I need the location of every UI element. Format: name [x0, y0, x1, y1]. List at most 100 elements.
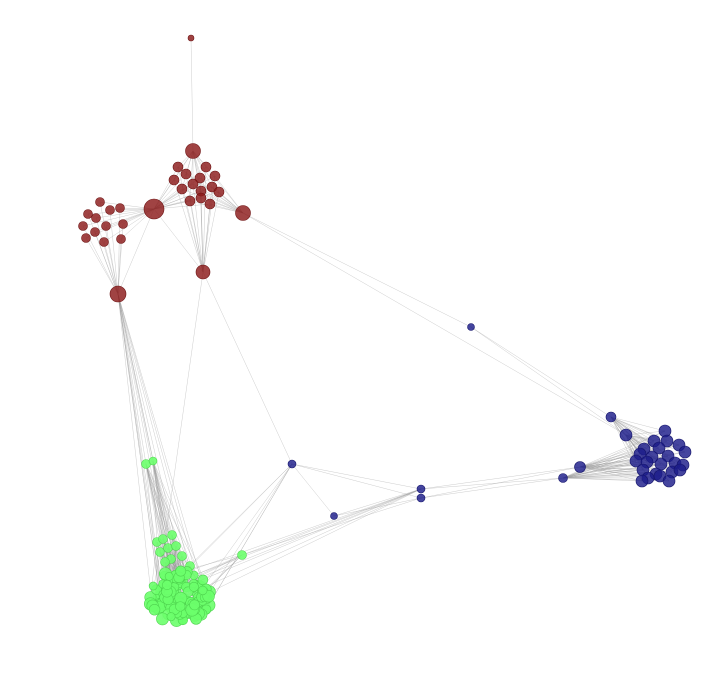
red-node	[105, 205, 115, 215]
green-node	[171, 541, 181, 551]
red-node	[187, 178, 199, 190]
graph-edge	[189, 200, 204, 273]
red-node	[78, 221, 88, 231]
blue-node	[619, 428, 633, 442]
red-node	[81, 233, 91, 243]
graph-edge	[333, 488, 422, 517]
graph-edge	[117, 293, 154, 462]
graph-edge	[610, 416, 666, 432]
graph-edge	[420, 466, 581, 499]
node-layer	[78, 34, 692, 627]
graph-edge	[162, 488, 422, 593]
graph-edge	[610, 416, 655, 442]
graph-edge	[610, 416, 686, 453]
green-node	[148, 456, 158, 466]
red-node	[195, 192, 207, 204]
graph-edge	[117, 293, 206, 610]
green-node	[177, 551, 187, 561]
graph-edge	[420, 477, 564, 490]
green-node	[148, 603, 161, 616]
graph-edge	[145, 463, 160, 598]
graph-edge	[242, 212, 472, 328]
graph-edge	[117, 293, 198, 600]
graph-edge	[117, 238, 122, 295]
green-node	[198, 585, 208, 596]
graph-edge	[579, 466, 643, 482]
red-node	[168, 174, 180, 186]
graph-edge	[200, 197, 204, 273]
blue-node	[662, 474, 676, 488]
green-node	[163, 543, 173, 553]
red-node	[118, 219, 128, 229]
red-node	[115, 203, 125, 213]
graph-edge	[173, 179, 204, 273]
graph-edge	[198, 488, 422, 598]
blue-node	[660, 434, 674, 448]
graph-edge	[94, 231, 119, 295]
green-node	[197, 574, 209, 586]
green-node	[162, 579, 173, 591]
graph-edge	[291, 463, 422, 499]
red-node	[204, 198, 216, 210]
graph-edge	[152, 460, 183, 582]
graph-edge	[153, 208, 204, 273]
blue-node	[416, 484, 426, 494]
blue-node	[558, 473, 568, 483]
graph-edge	[117, 293, 153, 604]
graph-edge	[189, 150, 194, 202]
graph-edge	[470, 326, 612, 418]
red-node	[99, 237, 109, 247]
graph-edge	[109, 209, 119, 295]
graph-edge	[190, 37, 194, 152]
red-node	[101, 221, 111, 231]
graph-edge	[241, 497, 422, 556]
graph-edge	[85, 237, 119, 295]
blue-node	[635, 474, 649, 488]
graph-edge	[189, 200, 244, 214]
blue-node	[574, 461, 586, 473]
graph-edge	[470, 326, 627, 436]
graph-edge	[206, 463, 293, 610]
red-node	[90, 227, 100, 237]
green-node	[175, 601, 186, 612]
green-node	[160, 557, 170, 567]
graph-edge	[117, 293, 209, 606]
graph-edge	[625, 430, 666, 436]
graph-edge	[82, 208, 155, 227]
graph-edge	[202, 271, 293, 465]
red-node	[83, 209, 93, 219]
graph-edge	[562, 469, 644, 479]
graph-edge	[579, 448, 645, 468]
red-node	[235, 205, 251, 221]
red-node	[187, 34, 195, 42]
graph-edge	[99, 201, 119, 295]
red-node	[116, 234, 126, 244]
blue-node	[330, 512, 338, 520]
red-node	[195, 264, 211, 280]
red-node	[209, 170, 221, 182]
graph-edge	[202, 191, 220, 273]
red-node	[184, 195, 196, 207]
graph-edge	[174, 488, 422, 577]
red-node	[172, 161, 184, 173]
blue-node	[416, 493, 426, 503]
green-node	[237, 550, 247, 560]
graph-edge	[117, 293, 147, 465]
green-node	[158, 534, 168, 544]
red-node	[200, 161, 212, 173]
graph-edge	[152, 460, 160, 598]
blue-node	[605, 411, 617, 423]
graph-edge	[291, 463, 422, 490]
green-node	[148, 581, 158, 591]
green-node	[164, 572, 174, 581]
red-node	[109, 285, 127, 303]
graph-edge	[579, 460, 637, 468]
green-node	[175, 565, 187, 577]
graph-edge	[117, 208, 155, 295]
graph-edge	[202, 203, 211, 273]
graph-edge	[420, 466, 581, 490]
red-node	[194, 172, 206, 184]
green-node	[167, 530, 177, 540]
green-node	[189, 599, 200, 611]
